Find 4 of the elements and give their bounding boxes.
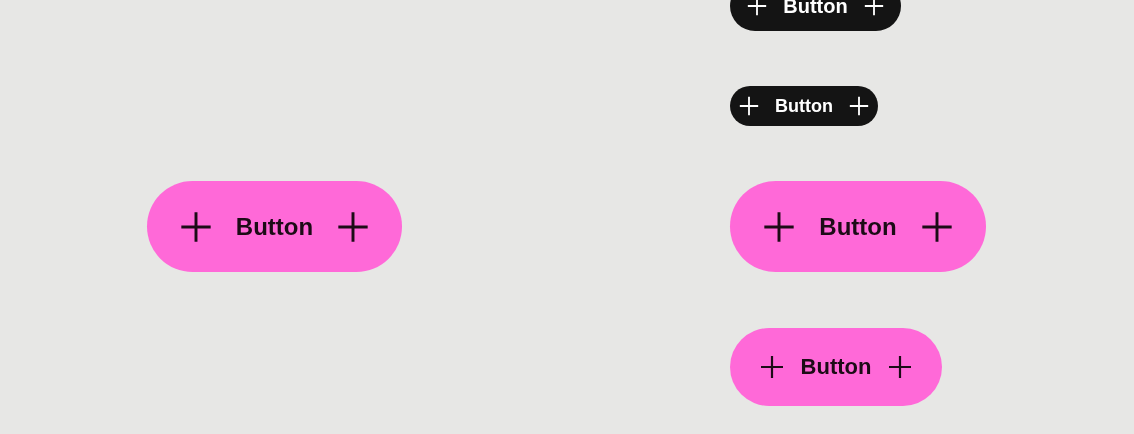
pill-button: Button: [147, 181, 402, 272]
pill-button: Button: [730, 181, 986, 272]
pill-button: Button: [730, 86, 878, 126]
pill-button: Button: [730, 328, 942, 406]
